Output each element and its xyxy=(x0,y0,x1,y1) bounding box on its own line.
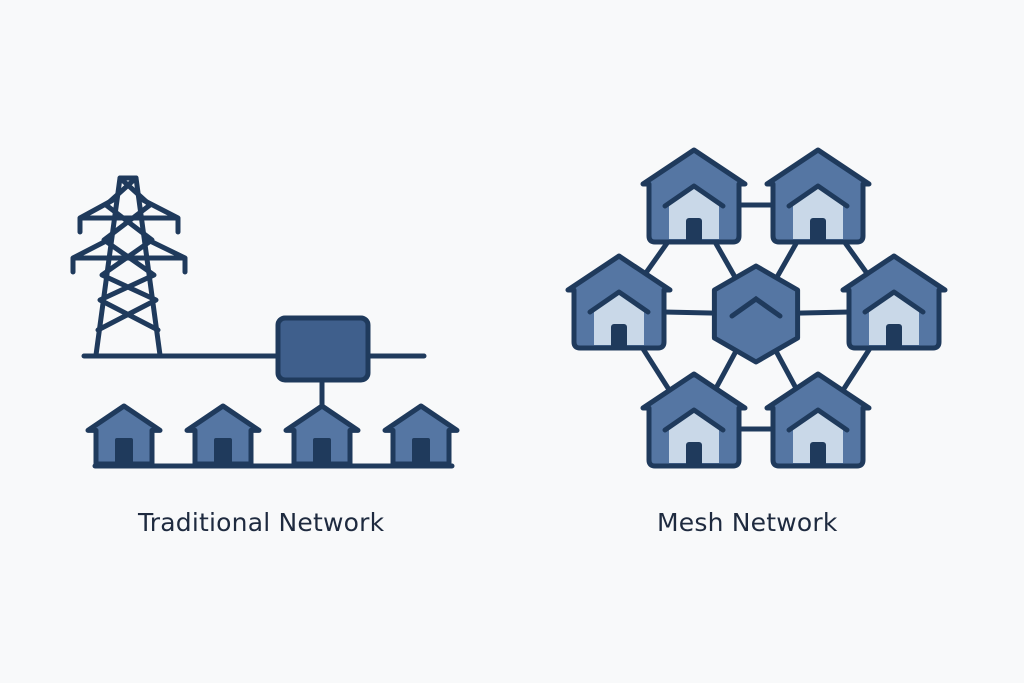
traditional-network-label: Traditional Network xyxy=(138,508,385,537)
house-icon xyxy=(640,371,748,469)
door-icon xyxy=(611,324,627,348)
door-icon xyxy=(686,442,702,466)
door-icon xyxy=(313,438,331,464)
house-icon xyxy=(382,403,460,467)
transmission-tower-icon xyxy=(70,175,188,358)
door-icon xyxy=(886,324,902,348)
house-icon xyxy=(565,253,673,351)
house-icon xyxy=(764,371,872,469)
mesh-network xyxy=(565,147,948,469)
house-icon xyxy=(283,403,361,467)
door-icon xyxy=(214,438,232,464)
distribution-hub xyxy=(275,315,371,383)
door-icon xyxy=(810,442,826,466)
house-icon xyxy=(85,403,163,467)
house-icon xyxy=(640,147,748,245)
door-icon xyxy=(115,438,133,464)
house-icon xyxy=(184,403,262,467)
traditional-network xyxy=(70,175,460,469)
chevron-up-icon xyxy=(729,295,783,319)
house-icon xyxy=(764,147,872,245)
door-icon xyxy=(412,438,430,464)
mesh-network-label: Mesh Network xyxy=(657,508,838,537)
hub-hexagon xyxy=(711,263,801,365)
door-icon xyxy=(686,218,702,242)
house-icon xyxy=(840,253,948,351)
door-icon xyxy=(810,218,826,242)
